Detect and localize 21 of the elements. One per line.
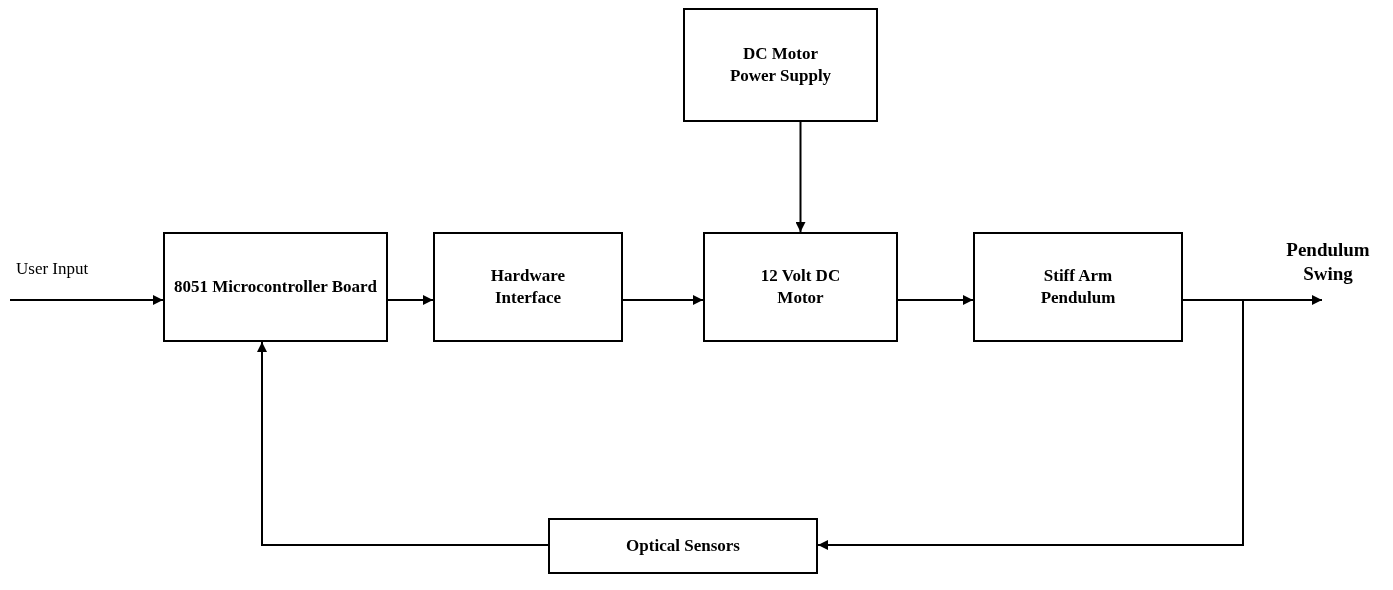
arrow	[387, 295, 434, 305]
box-label: DC Motor Power Supply	[728, 42, 833, 87]
arrow	[257, 341, 549, 546]
box-label: 12 Volt DC Motor	[760, 264, 841, 309]
process-box	[548, 518, 818, 574]
box-label: Stiff Arm Pendulum	[1039, 264, 1117, 309]
arrow	[622, 295, 704, 305]
box-label: 8051 Microcontroller Board	[174, 275, 377, 298]
arrow	[897, 295, 974, 305]
process-box	[163, 232, 388, 342]
process-box	[683, 8, 878, 122]
process-box	[703, 232, 898, 342]
arrow	[795, 121, 806, 233]
process-box	[973, 232, 1183, 342]
process-box	[433, 232, 623, 342]
edge-label: User Input	[16, 258, 89, 280]
box-label: Optical Sensors	[626, 534, 740, 557]
box-label: Hardware Interface	[489, 264, 567, 309]
arrow	[9, 295, 164, 305]
arrow	[817, 299, 1244, 550]
edge-label: Pendulum Swing	[1285, 238, 1371, 286]
